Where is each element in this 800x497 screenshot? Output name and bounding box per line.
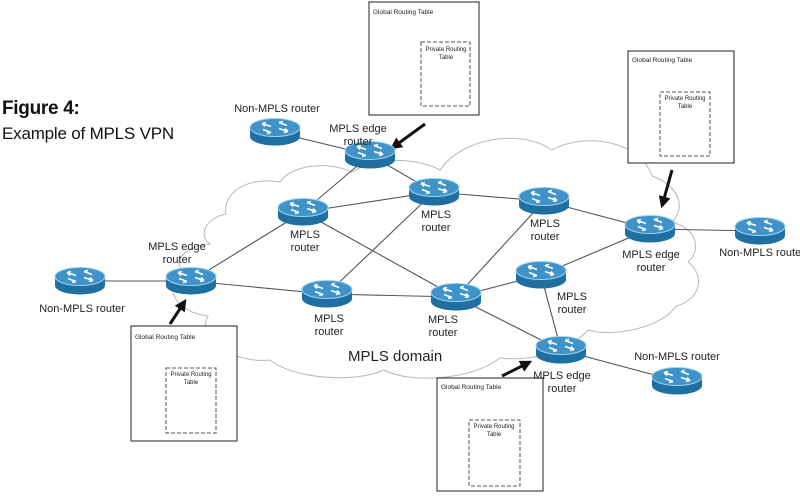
router-nm-left	[54, 267, 106, 295]
private-table-label-1: Private Routing	[473, 424, 514, 430]
router-nm-bottom	[651, 367, 703, 395]
router-label: Non-MPLS router	[234, 103, 320, 115]
router-label: router	[291, 242, 320, 254]
arrow-edge-right	[658, 169, 674, 209]
router-edge-top	[344, 141, 396, 169]
router-label: router	[531, 231, 560, 243]
router-core-5	[518, 187, 570, 215]
routing-table-left: Global Routing Table Private Routing Tab…	[130, 325, 238, 442]
routing-table-bottom: Global Routing Table Private Routing Tab…	[436, 377, 544, 492]
router-label: MPLS	[290, 229, 320, 241]
router-label: MPLS edge	[148, 241, 205, 253]
router-label: MPLS	[314, 313, 344, 325]
private-table-label-2: Table	[184, 380, 199, 386]
routing-table-top: Global Routing Table Private Routing Tab…	[368, 1, 480, 116]
router-label: Non-MPLS router	[719, 247, 800, 259]
arrow-edge-left	[168, 298, 187, 325]
router-label: router	[344, 136, 373, 148]
global-table-label: Global Routing Table	[135, 334, 196, 341]
router-core-2	[408, 178, 460, 206]
router-nm-right	[734, 217, 786, 245]
router-label: router	[163, 254, 192, 266]
router-label: MPLS	[428, 314, 458, 326]
router-label: router	[422, 222, 451, 234]
private-table-label-2: Table	[487, 432, 502, 438]
router-label: MPLS	[530, 218, 560, 230]
link-core_2-core_3	[326, 191, 435, 295]
router-label: MPLS	[421, 209, 451, 221]
link-edge_left-core_1	[190, 211, 304, 282]
arrow-edge-top	[390, 122, 426, 150]
router-edge-bottom	[535, 336, 587, 364]
global-table-label: Global Routing Table	[373, 9, 434, 16]
global-table-label: Global Routing Table	[632, 57, 693, 64]
router-core-4	[430, 283, 482, 311]
router-label: Non-MPLS router	[39, 303, 125, 315]
routing-table-right: Global Routing Table Private Routing Tab…	[627, 50, 735, 164]
global-table-label: Global Routing Table	[441, 384, 502, 391]
router-label: MPLS edge	[622, 249, 679, 261]
figure-subtitle: Example of MPLS VPN	[2, 124, 174, 143]
private-table-label-2: Table	[678, 104, 693, 110]
arrow-edge-bottom	[501, 360, 533, 378]
router-label: router	[637, 262, 666, 274]
router-edge-right	[624, 215, 676, 243]
link-core_1-core_4	[302, 211, 457, 298]
figure-title: Figure 4:	[2, 98, 80, 119]
private-table-label-1: Private Routing	[664, 96, 705, 102]
router-nm-top	[249, 118, 301, 146]
router-core-6	[515, 261, 567, 289]
private-table-label-2: Table	[439, 55, 454, 61]
router-label: router	[429, 327, 458, 339]
router-core-1	[277, 198, 329, 226]
private-table-label-1: Private Routing	[170, 372, 211, 378]
router-label: MPLS	[557, 291, 587, 303]
router-label: router	[558, 304, 587, 316]
router-label: router	[315, 326, 344, 338]
link-core_5-core_4	[455, 200, 545, 298]
private-table-label-1: Private Routing	[425, 47, 466, 53]
router-core-3	[301, 280, 353, 308]
router-edge-left	[165, 267, 217, 295]
router-label: MPLS edge	[533, 370, 590, 382]
router-label: router	[548, 383, 577, 395]
mpls-domain-label: MPLS domain	[348, 348, 442, 365]
router-label: Non-MPLS router	[634, 351, 720, 363]
router-label: MPLS edge	[329, 123, 386, 135]
mpls-domain-cloud	[172, 137, 699, 379]
